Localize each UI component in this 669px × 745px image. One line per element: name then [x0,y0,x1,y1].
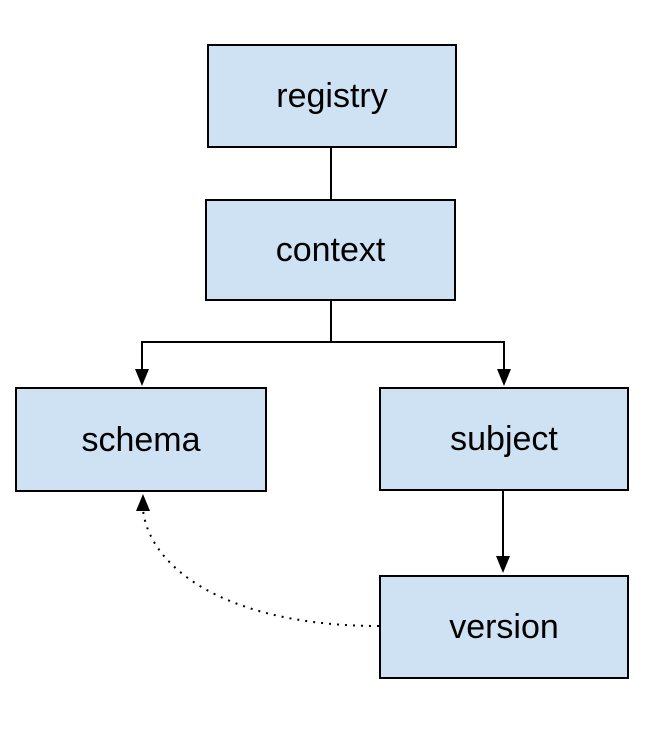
edge-context-subject-arrowhead [497,369,511,386]
edge-context-subject-line [330,301,505,371]
node-version[interactable]: version [379,575,629,679]
edge-context-schema [135,301,332,386]
node-subject[interactable]: subject [379,387,629,491]
edge-subject-version-arrowhead [496,556,510,573]
edge-version-schema-line [142,509,380,627]
node-context[interactable]: context [205,199,456,301]
node-registry[interactable]: registry [207,44,457,148]
node-context-label: context [275,231,386,269]
node-schema-label: schema [81,420,201,459]
node-registry-label: registry [276,77,388,115]
edge-context-schema-line [141,301,332,371]
node-version-label: version [449,608,559,646]
edge-version-schema-arrowhead [136,494,150,511]
edge-context-schema-arrowhead [135,369,149,386]
node-subject-label: subject [450,420,558,458]
node-schema[interactable]: schema [15,387,267,492]
edge-subject-version [496,491,510,573]
edge-context-subject [330,301,511,386]
edge-version-schema [136,494,380,627]
